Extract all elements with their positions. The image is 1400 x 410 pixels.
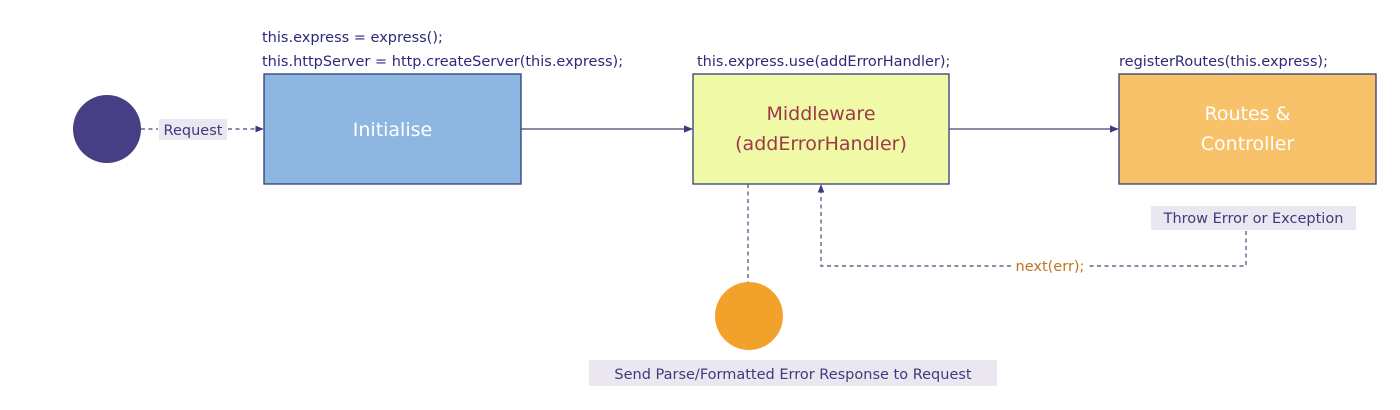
next-err-edge-label: next(err);: [1016, 259, 1085, 275]
request-edge-label-bg: [159, 119, 227, 140]
initialise-code-line-1: this.express = express();: [262, 30, 443, 46]
next-err-edge-line-right: [1089, 231, 1247, 267]
response-label: Send Parse/Formatted Error Response to R…: [614, 367, 972, 383]
request-edge-label: Request: [164, 123, 223, 139]
routes-label-line-2: Controller: [1201, 133, 1295, 155]
throw-error-label-bg: [1151, 206, 1356, 230]
middleware-code-line: this.express.use(addErrorHandler);: [697, 54, 950, 70]
response-end-node-circle: [715, 282, 783, 350]
middleware-box: [692, 73, 950, 185]
response-label-bg: [589, 360, 997, 386]
routes-controller-box: [1118, 73, 1377, 185]
start-node-circle: [73, 95, 141, 163]
middleware-label-line-2: (addErrorHandler): [735, 133, 907, 155]
initialise-box: [263, 73, 522, 185]
routes-code-line: registerRoutes(this.express);: [1119, 54, 1328, 70]
routes-label-line-1: Routes &: [1205, 103, 1291, 125]
initialise-code-line-2: this.httpServer = http.createServer(this…: [262, 54, 623, 70]
initialise-label: Initialise: [353, 119, 432, 141]
middleware-label-line-1: Middleware: [766, 103, 875, 125]
next-err-edge-line-left: [817, 184, 1011, 267]
throw-error-label: Throw Error or Exception: [1163, 211, 1344, 227]
